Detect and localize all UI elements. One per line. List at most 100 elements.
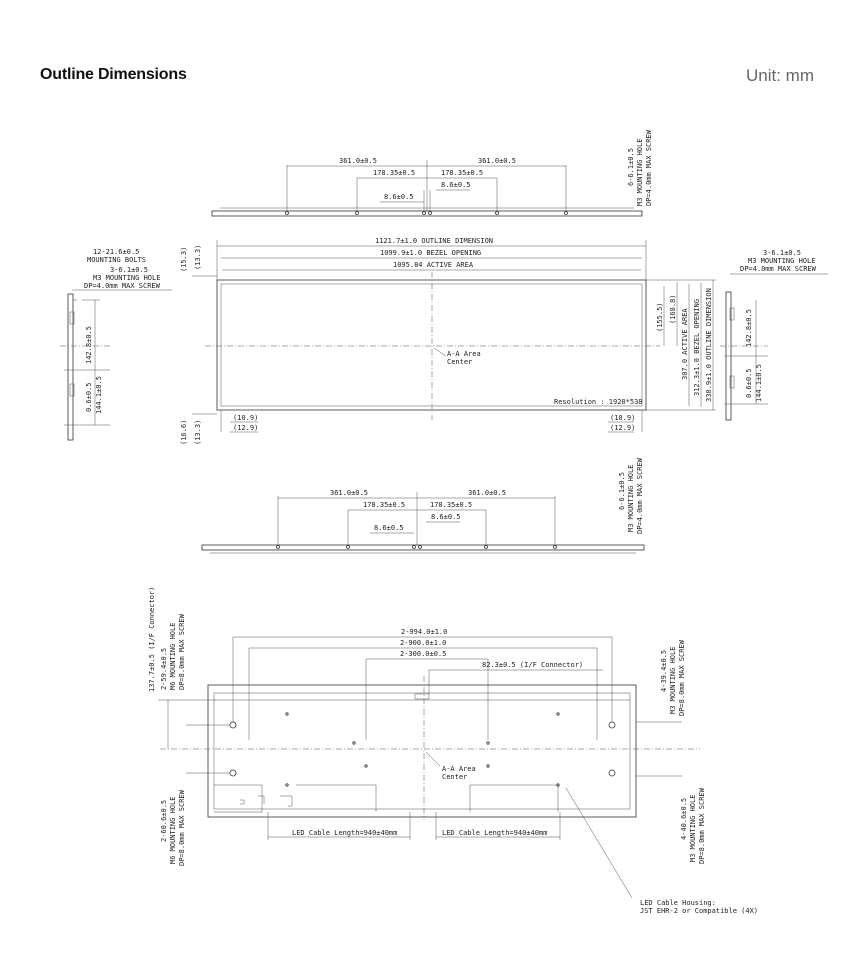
dim-178-left: 178.35±0.5 [373, 169, 415, 177]
bottom-dim-361-left: 361.0±0.5 [330, 489, 368, 497]
outline-dimension: 1121.7±1.0 OUTLINE DIMENSION [375, 237, 493, 245]
led-cable-length-right: LED Cable Length=940±40mm [442, 829, 547, 837]
bottom-dim-178-left: 178.35±0.5 [363, 501, 405, 509]
right-note-1: 3-6.1±0.5 [763, 249, 801, 257]
rear-center-label-1: A-A Area [442, 765, 476, 773]
mounting-hole-mark [418, 545, 422, 549]
rear-left-note-1: 137.7±0.5 (I/F Connector) [148, 587, 156, 692]
dim-178-right: 178.35±0.5 [441, 169, 483, 177]
rear-right-note-6: DP=8.0mm MAX SCREW [698, 787, 706, 864]
dim-168-8: (168.8) [669, 294, 677, 324]
dim-outline-height: 338.9±1.0 OUTLINE DIMENSION [705, 288, 713, 402]
right-dim-144-1: 144.1±0.5 [755, 364, 763, 402]
active-dimension: 1095.84 ACTIVE AREA [393, 261, 474, 269]
left-side-profile [67, 293, 74, 441]
top-view: 361.0±0.5 361.0±0.5 178.35±0.5 178.35±0.… [211, 129, 653, 217]
top-hole-note-3: DP=4.0mm MAX SCREW [645, 129, 653, 206]
bottom-view: 361.0±0.5 361.0±0.5 178.35±0.5 178.35±0.… [201, 457, 645, 554]
mounting-hole-mark [412, 545, 416, 549]
right-dim-142-8: 142.8±0.5 [745, 309, 753, 347]
front-view: 1121.7±1.0 OUTLINE DIMENSION 1099.9±1.0 … [180, 237, 716, 445]
dim-900: 2-900.0±1.0 [400, 639, 446, 647]
left-note-2: MOUNTING BOLTS [87, 256, 146, 264]
left-note-1: 12-21.6±0.5 [93, 248, 139, 256]
dim-994: 2-994.0±1.0 [401, 628, 447, 636]
led-housing-1: LED Cable Housing: [640, 899, 716, 907]
rear-panel-outline [207, 684, 637, 818]
dim-bezel-opening-height: 312.3±1.0 BEZEL OPENING [693, 299, 701, 396]
rear-view: 2-994.0±1.0 2-900.0±1.0 2-300.0±0.5 82.3… [148, 587, 758, 915]
rear-right-note-2: M3 MOUNTING HOLE [669, 647, 677, 714]
left-note-4: M3 MOUNTING HOLE [93, 274, 160, 282]
dim-15-3: (15.3) [180, 247, 188, 272]
left-side-view: 12-21.6±0.5 MOUNTING BOLTS 3-6.1±0.5 M3 … [60, 248, 172, 441]
right-dim-0-6: 0.6±0.5 [745, 368, 753, 398]
m6-hole-icon [229, 769, 237, 777]
rear-right-note-5: M3 MOUNTING HOLE [689, 795, 697, 862]
bottom-view-holes [276, 545, 557, 549]
bottom-dim-361-right: 361.0±0.5 [468, 489, 506, 497]
bottom-hole-note-2: M3 MOUNTING HOLE [627, 465, 635, 532]
rear-right-note-4: 4-40.6±0.5 [680, 798, 688, 840]
rear-left-note-2: 2-59.4±0.5 [160, 648, 168, 690]
right-note-3: DP=4.0mm MAX SCREW [740, 265, 817, 273]
mounting-hole-mark [564, 211, 568, 215]
m3-hole-icon [608, 769, 616, 777]
m3-hole-icon [608, 721, 616, 729]
left-dim-0-6: 0.6±0.5 [85, 382, 93, 412]
rear-left-note-6: M6 MOUNTING HOLE [169, 797, 177, 864]
dim-8-6-center: 8.6±0.5 [384, 193, 414, 201]
mounting-hole-mark [495, 211, 499, 215]
front-center-label-2: Center [447, 358, 472, 366]
mounting-hole-mark [355, 211, 359, 215]
bottom-hole-note-1: 6-6.1±0.5 [618, 472, 626, 510]
dim-361-left: 361.0±0.5 [339, 157, 377, 165]
dim-10-9-right: (10.9) [610, 414, 635, 422]
unit-label: Unit: mm [746, 66, 814, 85]
dim-300: 2-300.0±0.5 [400, 650, 446, 658]
rear-left-note-4: DP=8.0mm MAX SCREW [178, 613, 186, 690]
dim-12-9-left: (12.9) [233, 424, 258, 432]
dim-13-3-bottom: (13.3) [194, 420, 202, 445]
dim-active-area-height: 307.0 ACTIVE AREA [681, 308, 689, 380]
mounting-hole-mark [276, 545, 280, 549]
bottom-dim-178-right: 178.35±0.5 [430, 501, 472, 509]
bezel-opening [220, 283, 643, 407]
dim-16-6: (16.6) [180, 420, 188, 445]
bottom-dim-8-6-right: 8.6±0.5 [431, 513, 461, 521]
dim-10-9-left: (10.9) [233, 414, 258, 422]
bottom-view-frame [201, 544, 645, 551]
dim-155-5: (155.5) [656, 302, 664, 332]
front-center-label-1: A-A Area [447, 350, 481, 358]
rear-left-note-7: DP=8.0mm MAX SCREW [178, 789, 186, 866]
right-note-2: M3 MOUNTING HOLE [748, 257, 815, 265]
dim-13-3: (13.3) [194, 245, 202, 270]
left-note-3: 3-6.1±0.5 [110, 266, 148, 274]
page-title: Outline Dimensions [40, 66, 187, 83]
mounting-hole-mark [428, 211, 432, 215]
dim-8-6-right: 8.6±0.5 [441, 181, 471, 189]
bezel-dimension: 1099.9±1.0 BEZEL OPENING [380, 249, 481, 257]
top-view-frame [211, 210, 643, 217]
rear-right-note-1: 4-39.4±0.5 [660, 650, 668, 692]
dim-361-right: 361.0±0.5 [478, 157, 516, 165]
mounting-hole-mark [553, 545, 557, 549]
top-view-holes [285, 211, 568, 215]
top-hole-note-1: 6-6.1±0.5 [627, 148, 635, 186]
m6-hole-icon [229, 721, 237, 729]
dim-82-3: 82.3±0.5 (I/F Connector) [482, 661, 583, 669]
left-dim-144-1: 144.1±0.5 [95, 376, 103, 414]
mounting-hole-mark [422, 211, 426, 215]
mounting-hole-mark [285, 211, 289, 215]
right-side-view: 3-6.1±0.5 M3 MOUNTING HOLE DP=4.0mm MAX … [720, 249, 828, 421]
mounting-hole-mark [346, 545, 350, 549]
bottom-dim-8-6-center: 8.6±0.5 [374, 524, 404, 532]
led-housing-2: JST EHR-2 or Compatible (4X) [640, 907, 758, 915]
rear-left-note-5: 2-60.6±0.5 [160, 800, 168, 842]
rear-center-label-2: Center [442, 773, 467, 781]
rear-left-note-3: M6 MOUNTING HOLE [169, 623, 177, 690]
left-note-5: DP=4.0mm MAX SCREW [84, 282, 161, 290]
dim-12-9-right: (12.9) [610, 424, 635, 432]
mounting-hole-mark [484, 545, 488, 549]
